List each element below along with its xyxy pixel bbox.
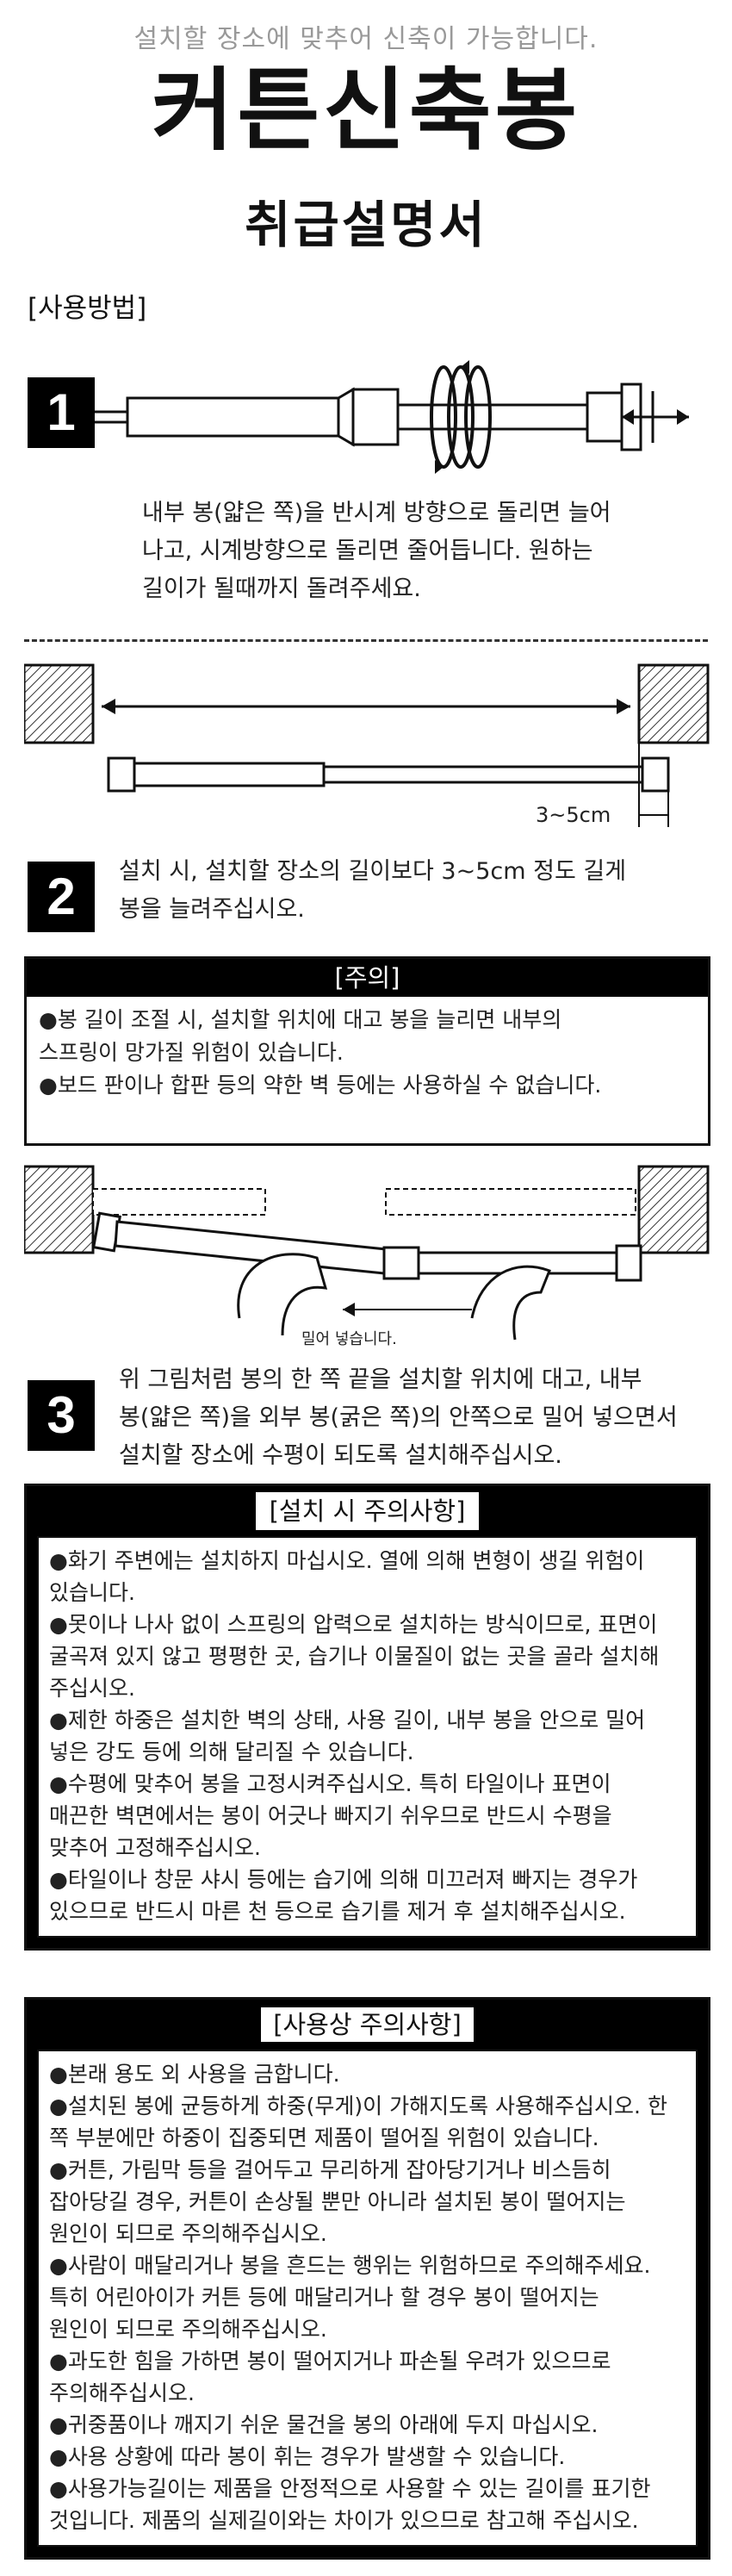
usage-caution-line: ●과도한 힘을 가하면 봉이 떨어지거나 파손될 우려가 있으므로 [49, 2349, 611, 2374]
usage-caution-line: 특히 어린아이가 커튼 등에 매달리거나 할 경우 봉이 떨어지는 [49, 2285, 599, 2310]
install-caution-line: 넣은 강도 등에 의해 달리질 수 있습니다. [49, 1739, 414, 1764]
usage-caution-title-text: [사용상 주의사항] [261, 2007, 474, 2042]
usage-caution-line: ●귀중품이나 깨지기 쉬운 물건을 봉의 아래에 두지 마십시오. [49, 2412, 599, 2437]
install-caution-line: 굴곡져 있지 않고 평평한 곳, 습기나 이물질이 없는 곳을 골라 설치해 [49, 1644, 660, 1669]
push-label: 밀어 넣습니다. [301, 1330, 397, 1348]
install-caution-title: [설치 시 주의사항] [27, 1486, 708, 1536]
step-3-number: 3 [28, 1380, 95, 1451]
step-3-line: 봉(얇은 쪽)을 외부 봉(굵은 쪽)의 안쪽으로 밀어 넣으면서 [119, 1404, 678, 1431]
usage-caution-line: ●설치된 봉에 균등하게 하중(무게)이 가해지도록 사용해주십시오. 한 [49, 2094, 667, 2119]
usage-caution-line: 주의해주십시오. [49, 2380, 195, 2405]
install-caution-line: 매끈한 벽면에서는 봉이 어긋나 빠지기 쉬우므로 반드시 수평을 [49, 1803, 612, 1828]
step-2-number: 2 [28, 862, 95, 932]
top-note: 설치할 장소에 맞추어 신축이 가능합니다. [133, 24, 599, 54]
install-caution-line: 있으므로 반드시 마른 천 등으로 습기를 제거 후 설치해주십시오. [49, 1899, 626, 1924]
caution-title: [주의] [27, 959, 708, 997]
install-caution-line: ●화기 주변에는 설치하지 마십시오. 열에 의해 변형이 생길 위험이 [49, 1548, 645, 1573]
measure-label: 3~5cm [536, 803, 611, 827]
usage-caution-line: 원인이 되므로 주의해주십시오. [49, 2221, 327, 2246]
install-caution-line: ●타일이나 창문 샤시 등에는 습기에 의해 미끄러져 빠지는 경우가 [49, 1867, 638, 1892]
step-1-line: 길이가 될때까지 돌려주세요. [142, 576, 421, 602]
usage-section-label: [사용방법] [28, 293, 147, 324]
usage-caution-box: [사용상 주의사항] ●본래 용도 외 사용을 금합니다. ●설치된 봉에 균등… [24, 1997, 710, 2560]
step-3-text: 위 그림처럼 봉의 한 쪽 끝을 설치할 위치에 대고, 내부 봉(얇은 쪽)을… [119, 1361, 722, 1475]
step-1-number: 1 [28, 377, 95, 448]
usage-caution-title: [사용상 주의사항] [27, 2000, 708, 2050]
usage-caution-body: ●본래 용도 외 사용을 금합니다. ●설치된 봉에 균등하게 하중(무게)이 … [37, 2050, 698, 2547]
usage-caution-line: 것입니다. 제품의 실제길이와는 차이가 있으므로 참고해 주십시오. [49, 2508, 639, 2533]
step-1-line: 나고, 시계방향으로 돌리면 줄어듭니다. 원하는 [142, 538, 593, 564]
install-caution-line: 있습니다. [49, 1580, 135, 1605]
step-2-line: 설치 시, 설치할 장소의 길이보다 3~5cm 정도 길게 [119, 858, 627, 885]
install-caution-line: ●못이나 나사 없이 스프링의 압력으로 설치하는 방식이므로, 표면이 [49, 1612, 658, 1637]
step-2-line: 봉을 늘려주십시오. [119, 896, 305, 923]
usage-caution-line: 잡아당길 경우, 커튼이 손상될 뿐만 아니라 설치된 봉이 떨어지는 [49, 2189, 626, 2214]
caution-item: 스프링이 망가질 위험이 있습니다. [39, 1040, 344, 1065]
rod-adjust-diagram [95, 360, 689, 474]
step-3-line: 설치할 장소에 수평이 되도록 설치해주십시오. [119, 1442, 562, 1469]
caution-box: [주의] ●봉 길이 조절 시, 설치할 위치에 대고 봉을 늘리면 내부의 스… [24, 956, 710, 1146]
install-caution-line: ●제한 하중은 설치한 벽의 상태, 사용 길이, 내부 봉을 안으로 밀어 [49, 1708, 646, 1733]
usage-caution-line: ●사람이 매달리거나 봉을 흔드는 행위는 위험하므로 주의해주세요. [49, 2253, 651, 2278]
page-title: 커튼신축봉 [151, 58, 581, 163]
install-push-diagram [24, 1165, 710, 1341]
step-2-text: 설치 시, 설치할 장소의 길이보다 3~5cm 정도 길게 봉을 늘려주십시오… [119, 853, 713, 929]
caution-body: ●봉 길이 조절 시, 설치할 위치에 대고 봉을 늘리면 내부의 스프링이 망… [27, 997, 708, 1111]
install-caution-body: ●화기 주변에는 설치하지 마십시오. 열에 의해 변형이 생길 위험이 있습니… [37, 1536, 698, 1938]
usage-caution-line: 쪽 부분에만 하중이 집중되면 제품이 떨어질 위험이 있습니다. [49, 2125, 599, 2150]
page-subtitle: 취급설명서 [245, 196, 487, 254]
install-caution-box: [설치 시 주의사항] ●화기 주변에는 설치하지 마십시오. 열에 의해 변형… [24, 1484, 710, 1951]
install-caution-line: ●수평에 맞추어 봉을 고정시켜주십시오. 특히 타일이나 표면이 [49, 1771, 611, 1796]
step-1-text: 내부 봉(얇은 쪽)을 반시계 방향으로 돌리면 늘어 나고, 시계방향으로 돌… [142, 495, 702, 608]
install-caution-line: 주십시오. [49, 1676, 135, 1701]
caution-item: ●보드 판이나 합판 등의 약한 벽 등에는 사용하실 수 없습니다. [39, 1073, 602, 1098]
usage-caution-line: ●본래 용도 외 사용을 금합니다. [49, 2062, 340, 2087]
usage-caution-line: ●사용가능길이는 제품을 안정적으로 사용할 수 있는 길이를 표기한 [49, 2476, 651, 2501]
step-1-line: 내부 봉(얇은 쪽)을 반시계 방향으로 돌리면 늘어 [142, 500, 611, 526]
usage-caution-line: ●사용 상황에 따라 봉이 휘는 경우가 발생할 수 있습니다. [49, 2444, 566, 2469]
step-3-line: 위 그림처럼 봉의 한 쪽 끝을 설치할 위치에 대고, 내부 [119, 1366, 642, 1393]
install-caution-title-text: [설치 시 주의사항] [255, 1492, 480, 1530]
caution-item: ●봉 길이 조절 시, 설치할 위치에 대고 봉을 늘리면 내부의 [39, 1007, 562, 1032]
usage-caution-line: 원인이 되므로 주의해주십시오. [49, 2317, 327, 2342]
section-divider [24, 639, 708, 642]
install-caution-line: 맞추어 고정해주십시오. [49, 1835, 261, 1860]
usage-caution-line: ●커튼, 가림막 등을 걸어두고 무리하게 잡아당기거나 비스듬히 [49, 2157, 611, 2182]
length-measure-diagram [24, 663, 710, 827]
